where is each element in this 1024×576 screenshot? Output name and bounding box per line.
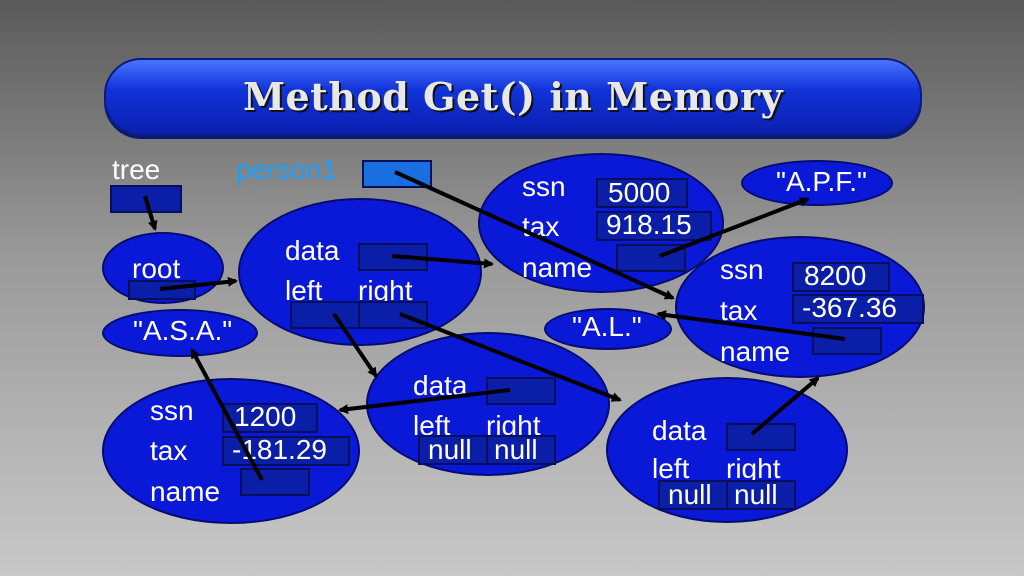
ssn-value: 5000 <box>608 177 671 208</box>
tax-slot <box>222 436 350 466</box>
string-asa-text: "A.S.A." <box>133 315 233 346</box>
data-label: data <box>652 415 707 446</box>
title-banner: Method Get() in Memory <box>104 58 922 136</box>
ssn-slot <box>596 178 688 208</box>
tree-label: tree <box>112 154 161 185</box>
left-null: null <box>428 434 472 465</box>
string-apf-text: "A.P.F." <box>776 166 867 197</box>
arrow-person1-to-8200 <box>394 170 675 300</box>
left-slot <box>290 301 360 329</box>
left-label: left <box>652 453 690 484</box>
person1-label: person1 <box>236 154 338 185</box>
right-label: right <box>726 453 781 484</box>
right-slot <box>358 301 428 329</box>
tax-label: tax <box>720 295 758 326</box>
arrow-root-to-topnode <box>159 276 238 291</box>
string-al <box>544 308 672 350</box>
right-label: right <box>358 275 413 306</box>
ssn-label: ssn <box>720 254 764 285</box>
tax-slot <box>596 211 712 241</box>
arrow-leftdata-to-1200 <box>338 388 511 415</box>
right-slot <box>726 480 796 510</box>
ssn-value: 8200 <box>804 260 867 291</box>
name-slot <box>240 468 310 496</box>
left-slot <box>418 435 488 465</box>
arrow-tree-to-root <box>143 195 158 231</box>
string-asa <box>102 309 258 357</box>
slide-title: Method Get() in Memory <box>242 74 784 119</box>
tax-slot <box>792 294 924 324</box>
right-label: right <box>486 410 541 441</box>
right-slot <box>486 435 556 465</box>
tax-label: tax <box>150 435 188 466</box>
arrow-left-to-leftchild <box>332 312 378 378</box>
data-label: data <box>285 235 340 266</box>
data-slot <box>486 377 556 405</box>
string-apf <box>741 160 893 206</box>
ssn-label: ssn <box>522 171 566 202</box>
left-label: left <box>285 275 323 306</box>
root-label: root <box>132 253 181 284</box>
ssn-slot <box>222 403 318 433</box>
left-label: left <box>413 410 451 441</box>
name-label: name <box>720 336 791 367</box>
ssn-label: ssn <box>150 395 194 426</box>
arrow-rightdata-to-8200 <box>750 376 820 436</box>
right-null: null <box>494 434 538 465</box>
arrow-8200name-to-al <box>656 310 846 341</box>
right-null: null <box>734 479 778 510</box>
tax-value: -367.36 <box>802 292 897 323</box>
arrow-5000name-to-apf <box>659 197 810 258</box>
arrow-data-to-5000 <box>391 254 494 269</box>
name-label: name <box>150 476 221 507</box>
tax-value: 918.15 <box>606 209 692 240</box>
ssn-slot <box>792 262 890 292</box>
name-slot <box>812 327 882 355</box>
left-null: null <box>668 479 712 510</box>
arrow-right-to-rightchild <box>399 312 622 402</box>
ssn-value: 1200 <box>234 401 297 432</box>
string-al-text: "A.L." <box>572 311 642 342</box>
arrow-1200name-to-asa <box>190 348 264 481</box>
